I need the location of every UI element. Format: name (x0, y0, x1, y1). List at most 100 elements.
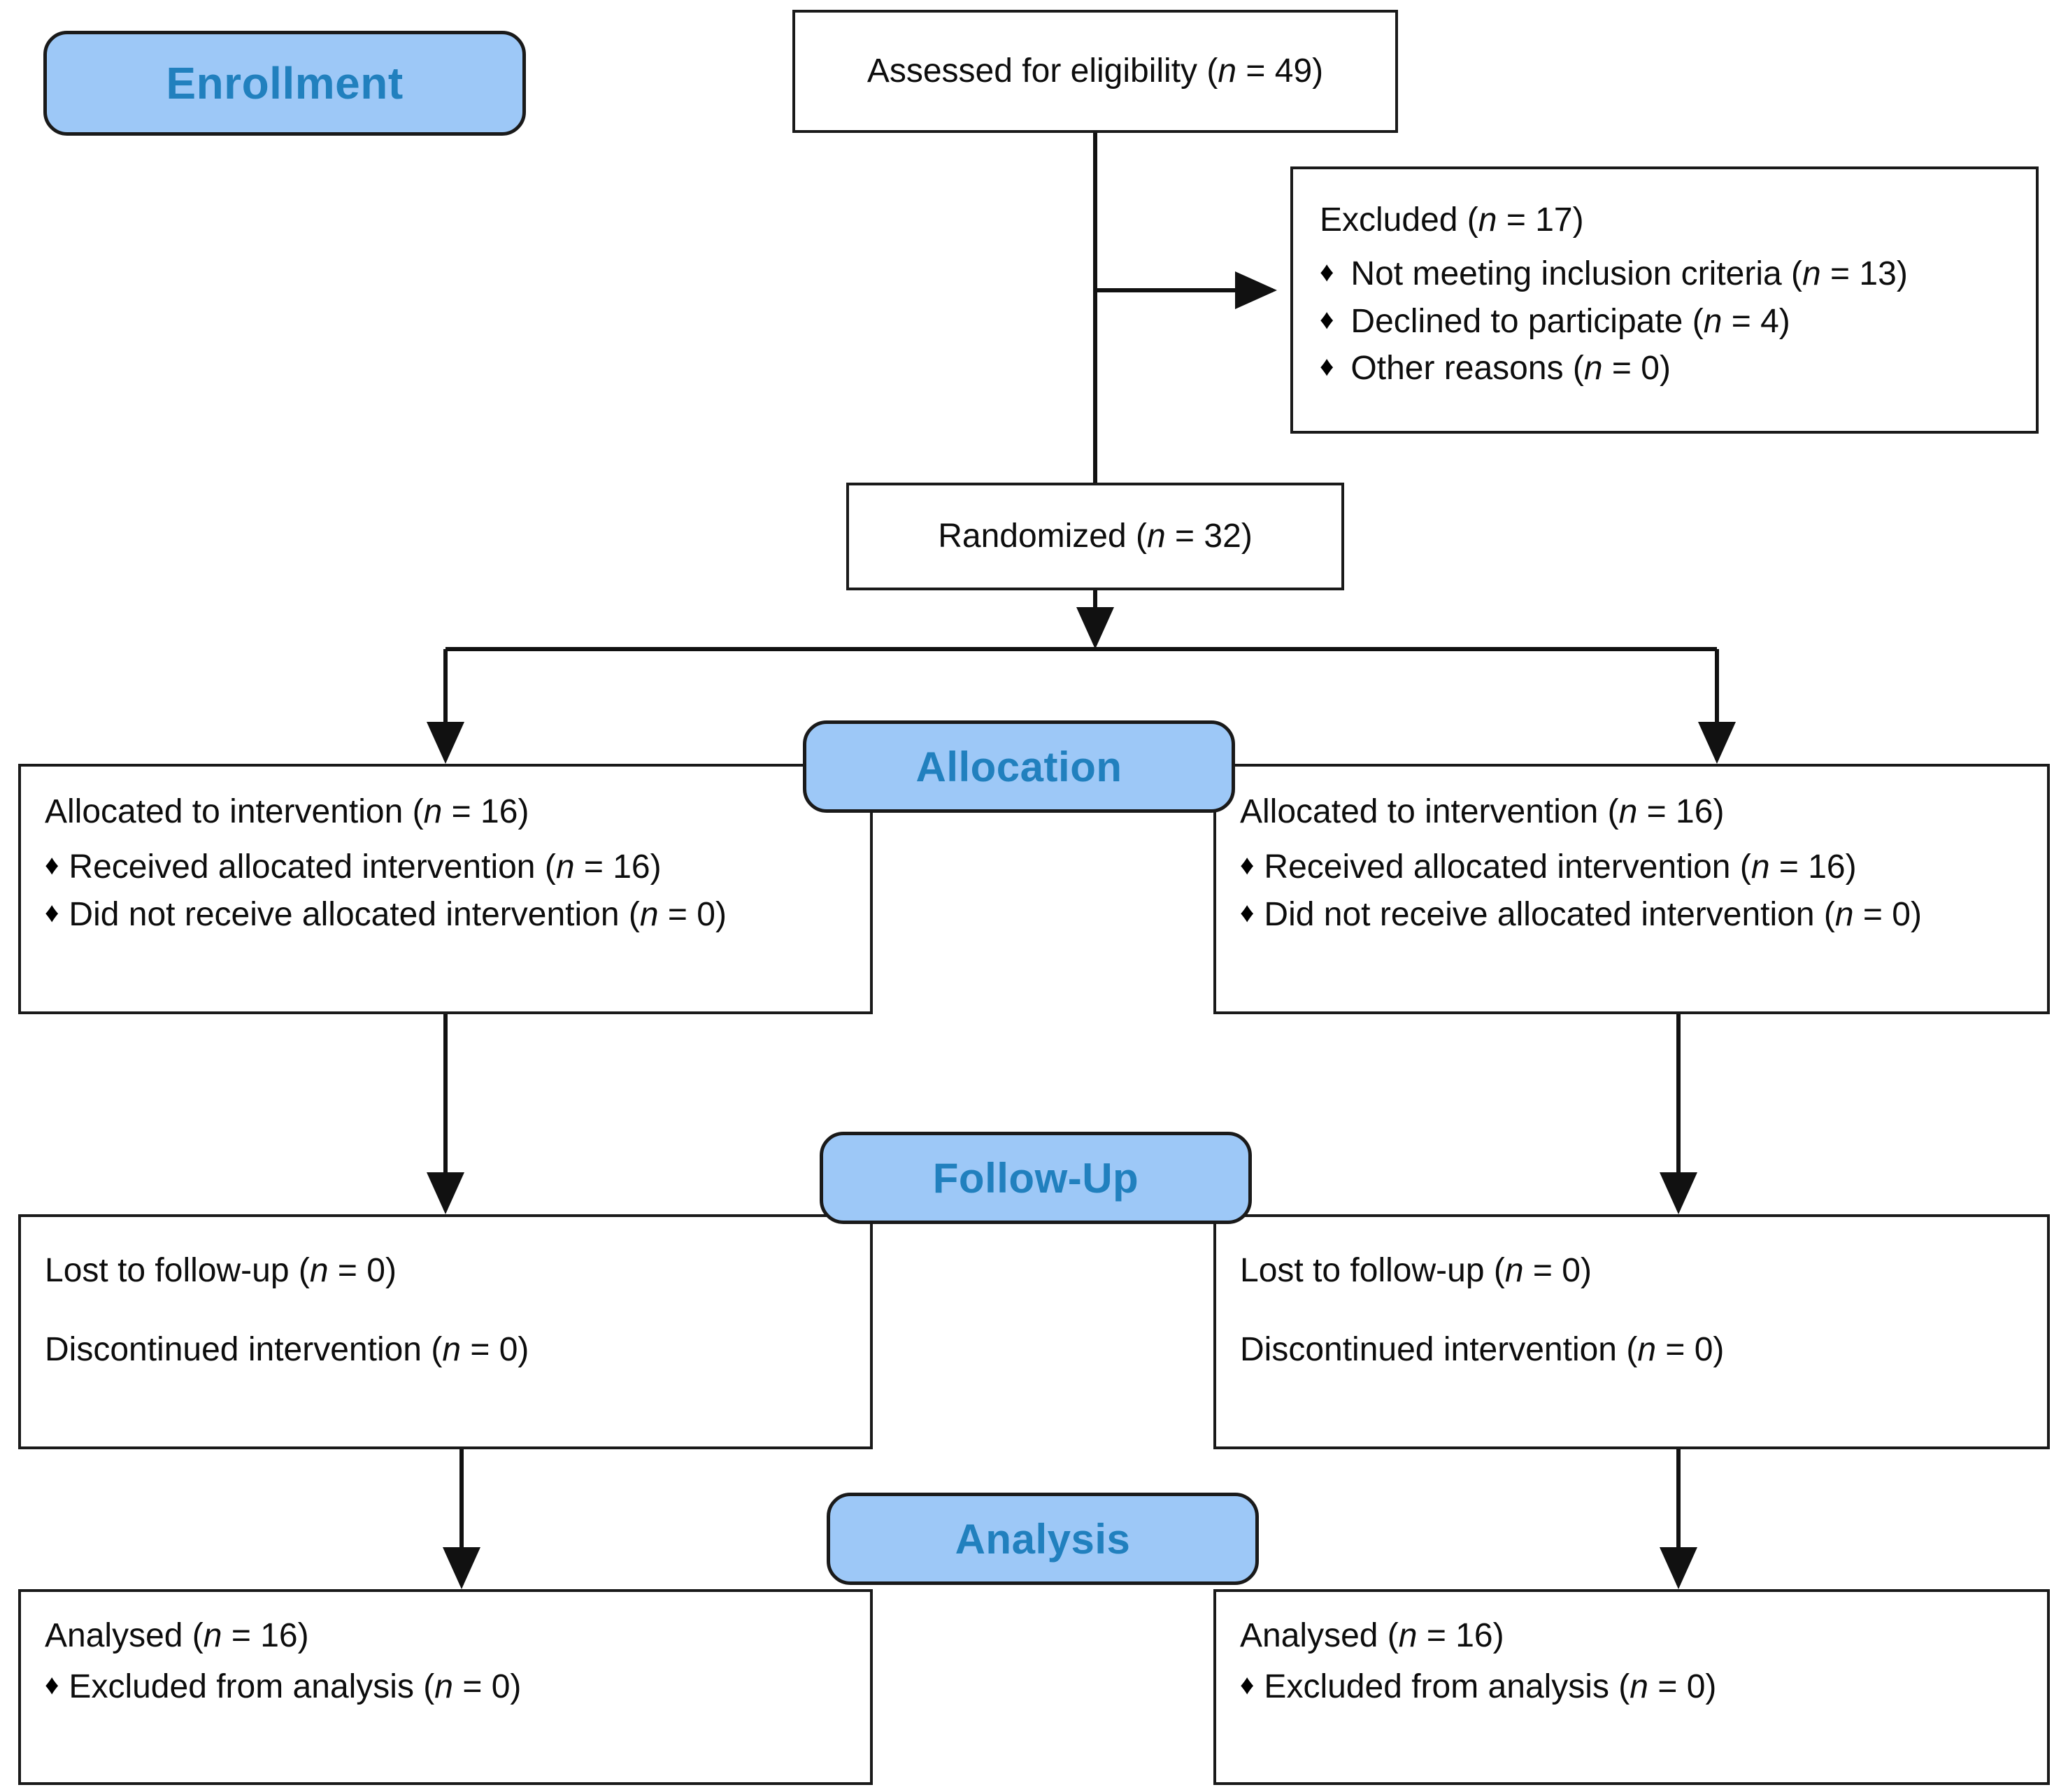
allocation-right-item-post: = 0) (1853, 895, 1922, 933)
list-item: ♦ Declined to participate (n = 4) (1320, 300, 2036, 343)
allocation-left-item-text: Received allocated intervention (n = 16) (69, 846, 661, 888)
diamond-bullet-icon: ♦ (1320, 304, 1334, 335)
assessed-n-value: = 49) (1236, 52, 1324, 90)
list-item: ♦ Received allocated intervention (n = 1… (45, 846, 870, 888)
excluded-reason-italic: n (1583, 350, 1603, 387)
assessed-n-italic: n (1218, 52, 1237, 90)
analysis-left-heading-pre: Analysed ( (45, 1617, 204, 1654)
excluded-reason-list: ♦ Not meeting inclusion criteria (n = 13… (1320, 253, 2036, 390)
allocation-right-heading-post: = 16) (1637, 793, 1725, 830)
list-item: ♦ Did not receive allocated intervention… (1240, 893, 2047, 936)
allocation-left-heading-post: = 16) (442, 793, 529, 830)
allocation-left-item-post: = 0) (658, 895, 727, 933)
allocation-right-heading-pre: Allocated to intervention ( (1240, 793, 1619, 830)
analysis-right-item-pre: Excluded from analysis ( (1264, 1668, 1630, 1706)
analysis-left-heading: Analysed (n = 16) (45, 1614, 870, 1657)
allocation-left-heading: Allocated to intervention (n = 16) (45, 790, 870, 833)
stage-badge-allocation: Allocation (803, 720, 1235, 813)
analysis-left-item-post: = 0) (453, 1668, 522, 1706)
followup-right-lost-pre: Lost to follow-up ( (1240, 1252, 1505, 1289)
allocation-left-item-italic: n (555, 848, 575, 886)
analysis-left-heading-italic: n (203, 1617, 222, 1654)
box-allocation-left: Allocated to intervention (n = 16) ♦ Rec… (18, 764, 873, 1014)
followup-left-disc-pre: Discontinued intervention ( (45, 1331, 443, 1369)
list-item: ♦ Received allocated intervention (n = 1… (1240, 846, 2047, 888)
allocation-right-item-text: Did not receive allocated intervention (… (1264, 893, 1922, 936)
list-item: ♦ Not meeting inclusion criteria (n = 13… (1320, 253, 2036, 295)
analysis-right-heading: Analysed (n = 16) (1240, 1614, 2047, 1657)
allocation-right-item-pre: Received allocated intervention ( (1264, 848, 1751, 886)
excluded-reason-text: Declined to participate (n = 4) (1350, 300, 1790, 343)
randomized-n-italic: n (1147, 518, 1166, 555)
analysis-left-item-pre: Excluded from analysis ( (69, 1668, 435, 1706)
excluded-reason-pre: Other reasons ( (1350, 350, 1584, 387)
diamond-bullet-icon: ♦ (1320, 257, 1334, 288)
assessed-text: Assessed for eligibility (n = 49) (867, 50, 1323, 92)
diamond-bullet-icon: ♦ (1320, 351, 1334, 383)
excluded-reason-text: Other reasons (n = 0) (1350, 347, 1671, 390)
followup-left-lost-pre: Lost to follow-up ( (45, 1252, 310, 1289)
excluded-heading-pre: Excluded ( (1320, 201, 1478, 239)
stage-badge-analysis-label: Analysis (955, 1515, 1131, 1563)
box-followup-right: Lost to follow-up (n = 0) Discontinued i… (1213, 1214, 2050, 1449)
allocation-left-heading-pre: Allocated to intervention ( (45, 793, 424, 830)
followup-left-disc-italic: n (442, 1331, 462, 1369)
allocation-left-item-post: = 16) (574, 848, 662, 886)
excluded-reason-pre: Declined to participate ( (1350, 302, 1704, 340)
followup-left-lost-post: = 0) (328, 1252, 397, 1289)
diamond-bullet-icon: ♦ (45, 850, 59, 881)
followup-right-disc-pre: Discontinued intervention ( (1240, 1331, 1638, 1369)
analysis-right-heading-pre: Analysed ( (1240, 1617, 1399, 1654)
followup-right-lost-italic: n (1504, 1252, 1524, 1289)
analysis-right-heading-italic: n (1398, 1617, 1418, 1654)
list-item: ♦ Excluded from analysis (n = 0) (45, 1665, 870, 1708)
box-randomized: Randomized (n = 32) (846, 483, 1344, 590)
stage-badge-allocation-label: Allocation (915, 743, 1122, 790)
excluded-reason-post: = 13) (1820, 255, 1908, 293)
followup-left-lost: Lost to follow-up (n = 0) (45, 1249, 870, 1292)
excluded-reason-italic: n (1802, 255, 1821, 293)
box-analysis-left: Analysed (n = 16) ♦ Excluded from analys… (18, 1589, 873, 1785)
list-item: ♦ Excluded from analysis (n = 0) (1240, 1665, 2047, 1708)
allocation-right-item-italic: n (1750, 848, 1770, 886)
excluded-reason-italic: n (1703, 302, 1723, 340)
box-followup-left: Lost to follow-up (n = 0) Discontinued i… (18, 1214, 873, 1449)
allocation-right-list: ♦ Received allocated intervention (n = 1… (1240, 846, 2047, 936)
randomized-text: Randomized (n = 32) (938, 515, 1253, 557)
diamond-bullet-icon: ♦ (1240, 850, 1255, 881)
analysis-left-item-italic: n (434, 1668, 453, 1706)
diamond-bullet-icon: ♦ (1240, 897, 1255, 928)
analysis-right-heading-post: = 16) (1417, 1617, 1504, 1654)
analysis-right-item-post: = 0) (1648, 1668, 1717, 1706)
analysis-left-item-text: Excluded from analysis (n = 0) (69, 1665, 521, 1708)
diamond-bullet-icon: ♦ (45, 897, 59, 928)
excluded-heading-italic: n (1478, 201, 1497, 239)
followup-right-discontinued: Discontinued intervention (n = 0) (1240, 1328, 2047, 1371)
followup-left-discontinued: Discontinued intervention (n = 0) (45, 1328, 870, 1371)
allocation-left-item-pre: Received allocated intervention ( (69, 848, 556, 886)
box-allocation-right: Allocated to intervention ( n = 16) ♦ Rec… (1213, 764, 2050, 1014)
excluded-heading-post: = 17) (1497, 201, 1584, 239)
followup-right-lost-post: = 0) (1523, 1252, 1592, 1289)
allocation-left-item-pre: Did not receive allocated intervention ( (69, 895, 640, 933)
box-excluded: Excluded (n = 17) ♦ Not meeting inclusio… (1290, 166, 2039, 434)
allocation-right-item-text: Received allocated intervention (n = 16) (1264, 846, 1856, 888)
stage-badge-analysis: Analysis (827, 1493, 1259, 1585)
list-item: ♦ Other reasons (n = 0) (1320, 347, 2036, 390)
allocation-left-heading-italic: n (423, 793, 443, 830)
allocation-right-item-post: = 16) (1769, 848, 1857, 886)
stage-badge-enrollment-label: Enrollment (166, 58, 404, 108)
followup-right-disc-italic: n (1637, 1331, 1657, 1369)
followup-right-disc-post: = 0) (1656, 1331, 1725, 1369)
allocation-right-item-italic: n (1834, 895, 1854, 933)
analysis-right-item-text: Excluded from analysis (n = 0) (1264, 1665, 1716, 1708)
assessed-label: Assessed for eligibility ( (867, 52, 1218, 90)
allocation-left-list: ♦ Received allocated intervention (n = 1… (45, 846, 870, 936)
followup-right-lost: Lost to follow-up (n = 0) (1240, 1249, 2047, 1292)
stage-badge-followup-label: Follow-Up (932, 1154, 1139, 1202)
analysis-left-list: ♦ Excluded from analysis (n = 0) (45, 1665, 870, 1708)
analysis-right-list: ♦ Excluded from analysis (n = 0) (1240, 1665, 2047, 1708)
list-item: ♦ Did not receive allocated intervention… (45, 893, 870, 936)
excluded-reason-text: Not meeting inclusion criteria (n = 13) (1350, 253, 1907, 295)
